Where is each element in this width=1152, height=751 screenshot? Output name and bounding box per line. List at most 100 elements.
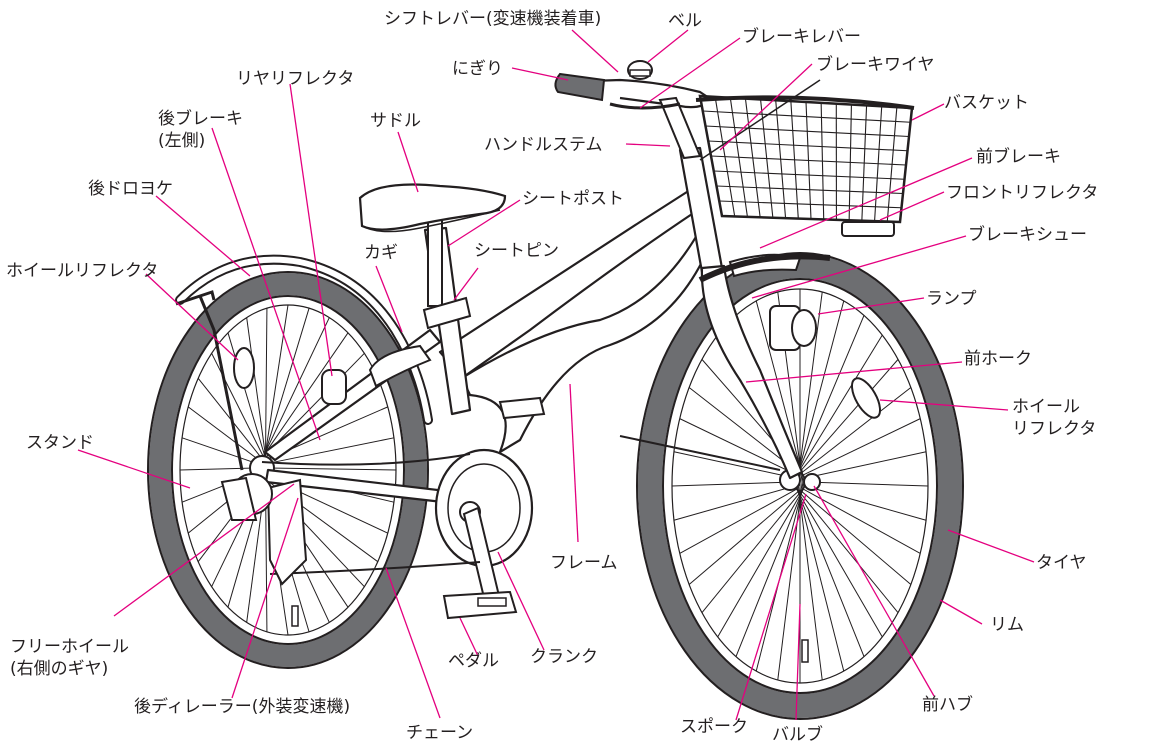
spoke — [256, 317, 330, 472]
spoke — [799, 489, 912, 585]
spoke — [671, 481, 795, 487]
spoke — [796, 291, 823, 489]
spoke — [211, 353, 267, 463]
label-front-brake: 前ブレーキ — [976, 147, 1061, 167]
front-fender — [698, 253, 831, 283]
label-rear-reflector: リヤリフレクタ — [236, 69, 355, 89]
rear-wheel — [147, 271, 429, 669]
label-frame: フレーム — [550, 553, 618, 573]
label-seat-post: シートポスト — [522, 189, 624, 209]
front-hub-nut — [803, 473, 821, 491]
label-seat-pin: シートピン — [474, 241, 559, 261]
spoke — [793, 315, 865, 483]
spoke — [755, 300, 806, 487]
spoke — [796, 488, 899, 613]
spoke — [673, 485, 795, 521]
basket — [695, 94, 915, 224]
front-valve — [801, 639, 809, 663]
rear-reflector-body — [321, 369, 347, 405]
front-tire-outline-outer — [636, 252, 964, 720]
brake-lever — [609, 102, 681, 110]
spoke — [805, 481, 929, 487]
spoke — [258, 308, 310, 475]
handle-stem — [658, 96, 702, 160]
spoke — [794, 334, 883, 479]
saddle — [358, 183, 507, 231]
spoke — [796, 359, 899, 476]
label-valve: バルブ — [772, 725, 823, 745]
rear-carrier — [175, 290, 244, 471]
spoke — [802, 418, 921, 476]
rear-wheel-reflector — [233, 347, 255, 389]
seat-pin-clamp — [422, 296, 472, 330]
rear-spokes — [179, 304, 397, 636]
spoke — [688, 489, 801, 585]
front-tire — [638, 254, 962, 718]
label-wheel-reflector-rear: ホイールリフレクタ — [6, 261, 159, 281]
label-brake-lever: ブレーキレバー — [742, 27, 861, 47]
spoke — [179, 467, 257, 471]
spoke — [794, 300, 845, 487]
label-brake-shoe: ブレーキシュー — [968, 225, 1087, 245]
label-front-fork: 前ホーク — [964, 349, 1032, 369]
rear-tire — [149, 273, 427, 667]
label-rear-derailleur: 後ディレーラー(外装変速機) — [134, 697, 351, 717]
spoke — [255, 332, 349, 467]
label-shift-lever: シフトレバー(変速機装着車) — [384, 9, 602, 29]
label-basket: バスケット — [944, 93, 1029, 113]
label-saddle: サドル — [370, 111, 421, 131]
front-wheel-reflector — [851, 377, 881, 419]
rear-valve — [291, 605, 299, 627]
label-brake-wire: ブレーキワイヤ — [816, 55, 935, 75]
spoke — [717, 485, 806, 638]
front-rim — [662, 278, 938, 694]
label-rear-fender: 後ドロヨケ — [88, 179, 173, 199]
spoke — [246, 317, 269, 472]
spoke — [673, 451, 795, 479]
spoke — [793, 481, 865, 657]
spoke — [805, 451, 927, 479]
label-crank: クランク — [530, 647, 598, 667]
lamp — [769, 305, 817, 351]
label-front-hub: 前ハブ — [922, 695, 973, 715]
label-tire: タイヤ — [1036, 553, 1087, 573]
label-grip: にぎり — [452, 59, 503, 79]
label-bell: ベル — [668, 11, 702, 31]
spoke — [264, 308, 268, 475]
spoke — [679, 418, 798, 476]
label-handle-stem: ハンドルステム — [484, 135, 603, 155]
spoke — [181, 437, 258, 465]
label-chain: チェーン — [406, 723, 474, 743]
label-freewheel: フリーホイール (右側のギヤ) — [10, 637, 129, 679]
label-lock: カギ — [364, 243, 398, 263]
front-spokes — [671, 289, 929, 683]
front-reflector — [841, 221, 895, 237]
spoke — [799, 387, 912, 475]
label-rim: リム — [990, 615, 1024, 635]
stand — [220, 476, 258, 521]
label-lamp: ランプ — [926, 289, 977, 309]
rear-tire-outline-outer — [147, 271, 429, 669]
lock-body — [368, 344, 432, 388]
chain — [261, 453, 481, 575]
label-front-reflector: フロントリフレクタ — [946, 183, 1099, 203]
spoke — [227, 332, 269, 467]
spoke — [679, 488, 798, 554]
spoke — [701, 488, 804, 613]
spoke — [267, 467, 397, 471]
label-stand: スタンド — [26, 433, 94, 453]
leader-lines — [77, 29, 1035, 721]
bell — [627, 60, 653, 80]
spoke — [735, 481, 807, 657]
spoke — [777, 475, 804, 681]
grip — [554, 72, 606, 102]
label-spoke: スポーク — [680, 717, 748, 737]
label-wheel-reflector-front: ホイール リフレクタ — [1012, 397, 1097, 439]
label-pedal: ペダル — [448, 651, 499, 671]
spoke — [794, 485, 883, 638]
rear-rim — [171, 295, 405, 645]
spoke — [187, 406, 261, 462]
spoke — [794, 477, 845, 672]
spoke — [805, 485, 927, 521]
